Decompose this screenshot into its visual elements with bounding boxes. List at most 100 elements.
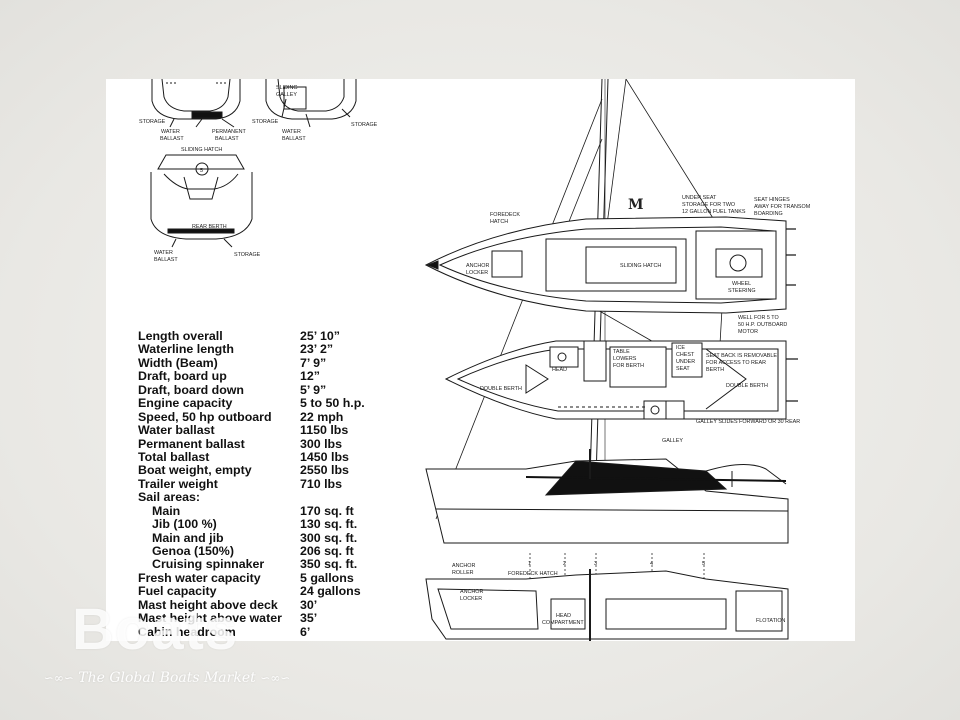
label-storage-4: STORAGE <box>234 252 261 258</box>
label-anchor-2: ANCHOR <box>460 589 483 595</box>
spec-value: 35’ <box>300 611 318 626</box>
spec-label: Width (Beam) <box>138 355 218 370</box>
label-anchor-roller-2: ROLLER <box>452 570 474 576</box>
label-sliding: SLIDING <box>276 85 298 91</box>
spec-label: Trailer weight <box>138 476 218 491</box>
label-seat-hinges-2: AWAY FOR TRANSOM <box>754 204 811 210</box>
spec-value: 5 gallons <box>300 570 354 585</box>
label-ballast-2: BALLAST <box>282 136 306 142</box>
label-water-2: WATER <box>282 129 301 135</box>
spec-label: Speed, 50 hp outboard <box>138 409 272 424</box>
spec-row: Genoa (150%)206 sq. ft <box>138 544 438 558</box>
spec-label: Mast height above water <box>138 611 282 626</box>
spec-value: 1450 lbs <box>300 449 349 464</box>
spec-label: Boat weight, empty <box>138 463 252 478</box>
diagram-labels: STORAGE WATER BALLAST PERMANENT BALLAST … <box>139 85 811 626</box>
label-flotation: FLOTATION <box>756 618 786 624</box>
spec-label: Sail areas: <box>138 490 200 505</box>
label-double-berth-2: DOUBLE BERTH <box>726 383 768 389</box>
cross-section-2 <box>265 79 357 120</box>
label-ice-3: UNDER <box>676 359 695 365</box>
ornament-left-icon: ∽∞∽ <box>43 671 74 685</box>
station-2: 2 <box>563 561 566 567</box>
spec-row: Width (Beam)7’ 9” <box>138 355 438 370</box>
cross-section-1 <box>151 79 241 120</box>
station-marks <box>529 553 705 579</box>
label-table-2: LOWERS <box>613 356 637 362</box>
label-seat-hinges-3: BOARDING <box>754 211 783 217</box>
spec-value: 23’ 2” <box>300 342 334 357</box>
cutaway-profile <box>425 569 789 641</box>
label-under-seat-3: 12 GALLON FUEL TANKS <box>682 209 746 215</box>
spec-value: 24 gallons <box>300 584 361 599</box>
cross-section-3 <box>150 154 253 240</box>
label-storage-1: STORAGE <box>139 119 166 125</box>
label-double-berth-1: DOUBLE BERTH <box>480 386 522 392</box>
watermark-brand: Boats <box>72 597 239 662</box>
label-permanent-ballast: BALLAST <box>215 136 239 142</box>
label-under-seat-1: UNDER SEAT <box>682 195 717 201</box>
spec-value: 1150 lbs <box>300 423 349 438</box>
label-rear-berth: REAR BERTH <box>192 224 227 230</box>
label-head-compartment-2: COMPARTMENT <box>542 620 584 626</box>
spec-value: 25’ 10” <box>300 329 340 343</box>
spec-value: 30’ <box>300 597 318 612</box>
label-water-1: WATER <box>161 129 180 135</box>
spec-label: Fresh water capacity <box>138 570 261 585</box>
spec-label: Main <box>152 503 181 518</box>
spec-label: Cruising spinnaker <box>152 557 265 572</box>
label-head: HEAD <box>552 367 567 373</box>
label-head-compartment-1: HEAD <box>556 613 571 619</box>
label-ice-2: CHEST <box>676 352 695 358</box>
spec-value: 5’ 9” <box>300 382 327 397</box>
spec-value: 350 sq. ft. <box>300 557 358 572</box>
label-galley-slides: GALLEY SLIDES FORWARD OR 30 REAR <box>696 419 800 425</box>
spec-value: 6’ <box>300 624 311 639</box>
spec-label: Permanent ballast <box>138 436 245 451</box>
spec-label: Engine capacity <box>138 396 233 411</box>
interior-plan <box>444 340 798 420</box>
label-sliding-hatch-top: SLIDING HATCH <box>620 263 661 269</box>
label-water-3: WATER <box>154 250 173 256</box>
spec-row: Mast height above water 35’ <box>138 611 438 626</box>
label-galley: GALLEY <box>662 438 683 444</box>
label-galley: GALLEY <box>276 92 297 98</box>
spec-value: 130 sq. ft. <box>300 517 358 532</box>
label-well-2: 50 H.P. OUTBOARD <box>738 322 787 328</box>
station-1: 1 <box>528 561 531 567</box>
station-5: 5 <box>702 561 705 567</box>
tagline-text: The Global Boats Market <box>78 670 256 686</box>
label-table-1: TABLE <box>613 349 630 355</box>
watermark-tagline: ∽∞∽ The Global Boats Market ∽∞∽ <box>12 670 322 686</box>
label-steering: STEERING <box>728 288 756 294</box>
spec-row: Jib (100 %) 130 sq. ft. <box>138 517 438 532</box>
label-ice-4: SEAT <box>676 366 690 372</box>
label-seat-back-3: BERTH <box>706 367 724 373</box>
label-sliding-hatch: SLIDING HATCH <box>181 147 222 153</box>
label-locker-2: LOCKER <box>460 596 482 602</box>
label-seat-hinges-1: SEAT HINGES <box>754 197 790 203</box>
boat-spec-sheet: STORAGE WATER BALLAST PERMANENT BALLAST … <box>106 79 855 641</box>
label-ballast-3: BALLAST <box>154 257 178 263</box>
spec-label: Water ballast <box>138 423 215 438</box>
boat-drawings: STORAGE WATER BALLAST PERMANENT BALLAST … <box>139 79 811 641</box>
spec-value: 22 mph <box>300 409 344 424</box>
station-4: 4 <box>650 561 653 567</box>
label-under-seat-2: STORAGE FOR TWO <box>682 202 735 208</box>
label-foredeck: FOREDECK <box>490 212 520 218</box>
spec-label: Jib (100 %) <box>152 517 217 532</box>
station-3: 3 <box>594 561 597 567</box>
label-foredeck-hatch: HATCH <box>490 219 508 225</box>
